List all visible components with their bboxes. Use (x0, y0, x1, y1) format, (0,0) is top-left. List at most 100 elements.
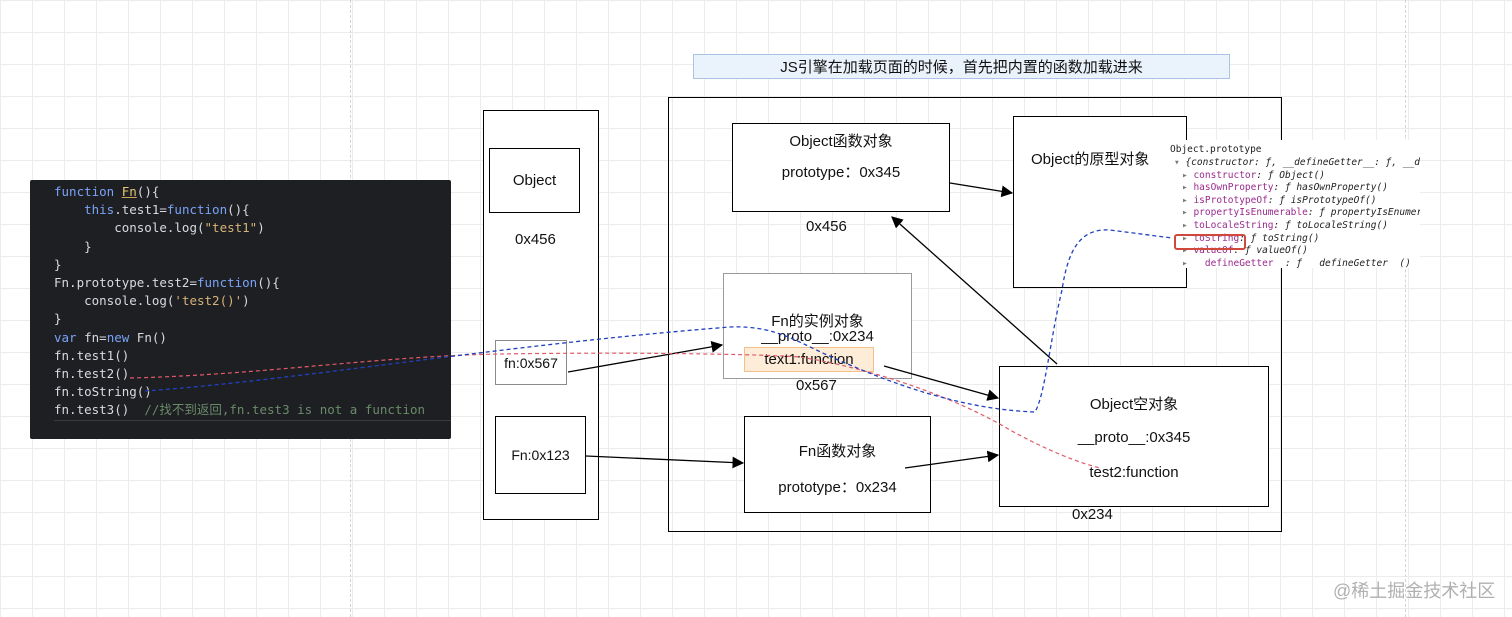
prototype-console-key: propertyIsEnumerable (1193, 207, 1308, 219)
code-token: console.log( (54, 220, 205, 236)
instance-title: Fn的实例对象 (771, 313, 864, 330)
code-line: this.test1=function(){ (54, 201, 250, 219)
prototype-console-line: ▸ constructor: ƒ Object() (1182, 170, 1325, 182)
code-token: fn.test3() (54, 402, 145, 418)
code-panel: function Fn(){ this.test1=function(){ co… (30, 180, 451, 439)
code-token: fn.test2() (54, 366, 130, 381)
code-line: fn.test2() (54, 365, 129, 383)
code-token: fn= (84, 329, 107, 345)
expand-triangle-icon[interactable]: ▸ (1182, 182, 1194, 194)
code-token: (){ (136, 184, 160, 199)
stack-object-box: Object (489, 148, 580, 213)
expand-triangle-icon[interactable]: ▸ (1182, 169, 1194, 181)
prototype-console-value: : ƒ valueOf() (1233, 245, 1308, 257)
expand-triangle-icon[interactable]: ▸ (1182, 194, 1194, 206)
code-token: } (54, 238, 92, 254)
banner: JS引擎在加载页面的时候，首先把内置的函数加载进来 (693, 54, 1230, 79)
prototype-console-key: isPrototypeOf (1193, 194, 1268, 206)
code-token: new (106, 329, 137, 345)
arrow-instance-to-emptyobject (883, 365, 1000, 401)
empty-object-box: Object空对象 __proto__:0x345 test2:function (999, 366, 1269, 507)
code-token: } (54, 256, 62, 272)
prototype-console-line: ▸ __defineGetter__: ƒ __defineGetter__() (1182, 258, 1411, 268)
code-divider (54, 420, 451, 421)
empty-object-proto: __proto__:0x345 (1077, 429, 1191, 446)
code-token: (){ (227, 202, 250, 218)
code-token: Fn() (136, 329, 167, 345)
fn-function-box: Fn函数对象 prototype：0x234 (744, 416, 931, 513)
guide-line (1405, 0, 1406, 617)
code-line: console.log('test2()') (54, 292, 250, 310)
prototype-console-value: : ƒ hasOwnProperty() (1273, 182, 1388, 194)
code-token: fn.toString() (54, 384, 152, 400)
arrow-fn-to-instance (567, 341, 724, 373)
code-line: var fn=new Fn() (54, 329, 167, 347)
prototype-console-line: ▾ {constructor: ƒ, __defineGetter__: ƒ, … (1174, 157, 1420, 169)
prototype-console-key: {constructor: (1185, 157, 1266, 168)
watermark: @稀土掘金技术社区 (1333, 581, 1496, 601)
arrow-fnfunction-to-emptyobject (904, 450, 1000, 469)
instance-addr: 0x567 (796, 377, 837, 394)
object-function-prototype: prototype：0x345 (781, 164, 901, 181)
code-token: console.log( (54, 293, 175, 309)
object-function-box: Object函数对象 prototype：0x345 (732, 123, 950, 212)
code-line: fn.toString() (54, 383, 152, 401)
code-token: } (54, 311, 62, 327)
stack-object-addr: 0x456 (515, 231, 556, 248)
code-token: "test1" (204, 220, 258, 236)
expand-triangle-icon[interactable]: ▸ (1182, 245, 1194, 257)
prototype-console-value: : ƒ Object() (1256, 169, 1326, 181)
prototype-console-value: : ƒ __defineGetter__() (1284, 257, 1411, 268)
code-line: } (54, 238, 92, 256)
prototype-console-key: valueOf (1193, 245, 1234, 257)
expand-triangle-icon[interactable]: ▸ (1182, 207, 1194, 219)
code-line: function Fn(){ (54, 183, 159, 201)
code-token: Fn.prototype.test2= (54, 275, 197, 290)
code-line: fn.test3() //找不到返回,fn.test3 is not a fun… (54, 401, 425, 419)
prototype-console-line: ▸ valueOf: ƒ valueOf() (1182, 245, 1308, 257)
object-function-title: Object函数对象 (789, 133, 893, 150)
prototype-console-value: : ƒ toLocaleString() (1273, 220, 1388, 231)
arrow-objectfunction-to-prototype (949, 182, 1014, 198)
expand-triangle-icon[interactable]: ▸ (1182, 257, 1194, 268)
prototype-console-value: : ƒ isPrototypeOf() (1267, 194, 1377, 206)
arrow-emptyobject-to-objectfunction (891, 216, 1058, 365)
code-token: 'test2()' (174, 293, 243, 309)
code-token: function (166, 202, 228, 218)
empty-object-title: Object空对象 (1089, 396, 1179, 413)
prototype-console-value: ƒ, __defineGetter__: ƒ, __de (1265, 157, 1420, 168)
prototype-console-key: hasOwnProperty (1193, 182, 1274, 194)
code-token: function (54, 184, 122, 199)
expand-triangle-icon[interactable]: ▾ (1174, 157, 1186, 168)
prototype-console-line: ▸ toString: ƒ toString() (1182, 233, 1319, 245)
prototype-console-key: toLocaleString (1193, 220, 1274, 231)
fn-function-title: Fn函数对象 (798, 443, 877, 460)
prototype-console-key: __defineGetter__ (1193, 257, 1285, 268)
code-token: //找不到返回,fn.test3 is not a function (144, 402, 426, 418)
code-token: function (197, 275, 258, 290)
prototype-console-line: ▸ toLocaleString: ƒ toLocaleString() (1182, 220, 1388, 232)
code-line: fn.test1() (54, 347, 129, 365)
prototype-console-panel: Object.prototype ▾ {constructor: ƒ, __de… (1158, 140, 1420, 268)
code-token: ) (242, 293, 250, 309)
prototype-console-header: Object.prototype (1170, 144, 1262, 155)
code-token: Fn (121, 184, 137, 199)
code-line: } (54, 256, 62, 274)
code-token: fn.test1() (54, 347, 130, 363)
prototype-console-line: ▸ isPrototypeOf: ƒ isPrototypeOf() (1182, 195, 1376, 207)
expand-triangle-icon[interactable]: ▸ (1182, 220, 1194, 231)
code-line: console.log("test1") (54, 219, 265, 237)
blue-dashed-lookup-tostring (144, 229, 1173, 413)
fn-function-prototype: prototype：0x234 (778, 479, 897, 496)
prototype-console-line: ▸ hasOwnProperty: ƒ hasOwnProperty() (1182, 182, 1388, 194)
expand-triangle-icon[interactable]: ▸ (1182, 232, 1194, 244)
prototype-console-key: toString (1193, 232, 1240, 244)
empty-object-addr: 0x234 (1072, 506, 1113, 523)
code-token: this (54, 202, 115, 218)
code-token: .test1= (114, 202, 167, 218)
code-line: } (54, 310, 62, 328)
prototype-console-key: constructor (1193, 169, 1257, 181)
code-line: Fn.prototype.test2=function(){ (54, 274, 280, 292)
arrow-Fn-to-fnfunction (585, 455, 745, 469)
